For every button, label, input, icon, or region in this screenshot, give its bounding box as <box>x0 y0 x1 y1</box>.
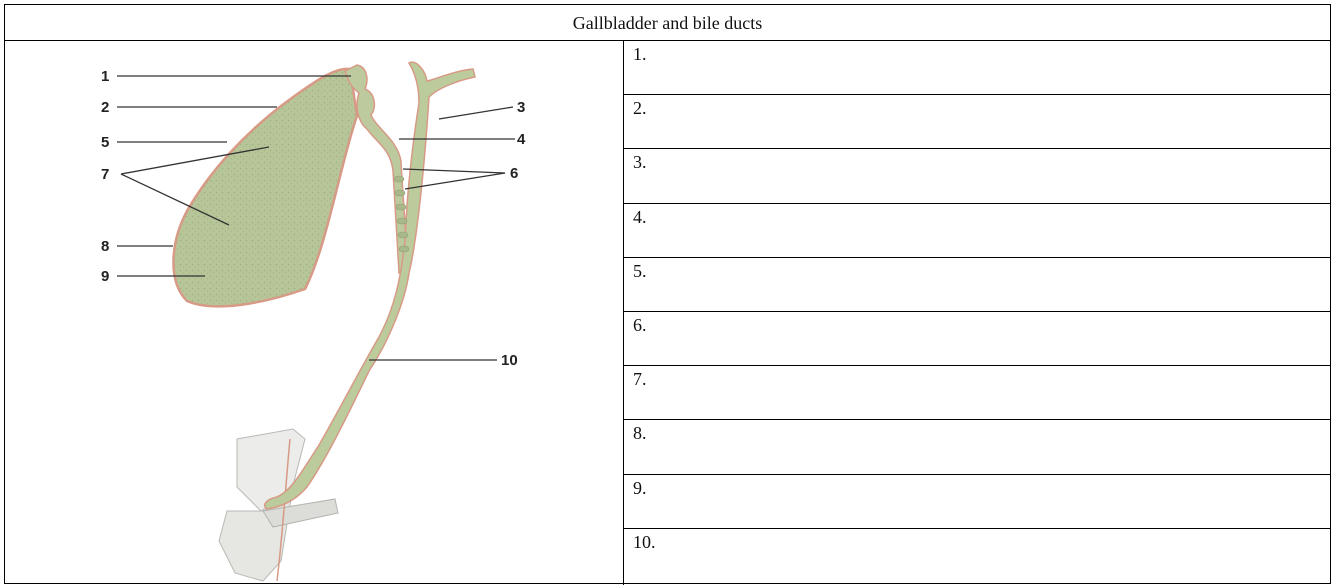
label-3: 3 <box>517 99 525 116</box>
answer-row-10[interactable]: 10. <box>624 529 1330 583</box>
answer-row-7[interactable]: 7. <box>624 366 1330 420</box>
label-1: 1 <box>101 68 109 85</box>
worksheet-title: Gallbladder and bile ducts <box>5 5 1330 41</box>
answer-row-4[interactable]: 4. <box>624 204 1330 258</box>
answer-row-6[interactable]: 6. <box>624 312 1330 366</box>
gallbladder-body <box>173 69 357 307</box>
answer-row-9[interactable]: 9. <box>624 475 1330 529</box>
gallbladder-illustration: 1 2 5 7 8 9 3 4 6 10 <box>5 41 623 583</box>
label-10: 10 <box>501 352 518 369</box>
answer-row-1[interactable]: 1. <box>624 41 1330 95</box>
answer-row-3[interactable]: 3. <box>624 149 1330 203</box>
worksheet-table: Gallbladder and bile ducts <box>4 4 1331 584</box>
answer-row-8[interactable]: 8. <box>624 420 1330 474</box>
label-7: 7 <box>101 166 109 183</box>
label-9: 9 <box>101 268 109 285</box>
label-5: 5 <box>101 134 109 151</box>
gallbladder-figure: 1 2 5 7 8 9 3 4 6 10 <box>5 41 624 585</box>
answer-column: 1. 2. 3. 4. 5. 6. 7. 8. 9. 10. <box>624 41 1330 583</box>
label-8: 8 <box>101 238 109 255</box>
answer-row-2[interactable]: 2. <box>624 95 1330 149</box>
label-2: 2 <box>101 99 109 116</box>
label-6: 6 <box>510 165 518 182</box>
label-4: 4 <box>517 131 526 148</box>
answer-row-5[interactable]: 5. <box>624 258 1330 312</box>
